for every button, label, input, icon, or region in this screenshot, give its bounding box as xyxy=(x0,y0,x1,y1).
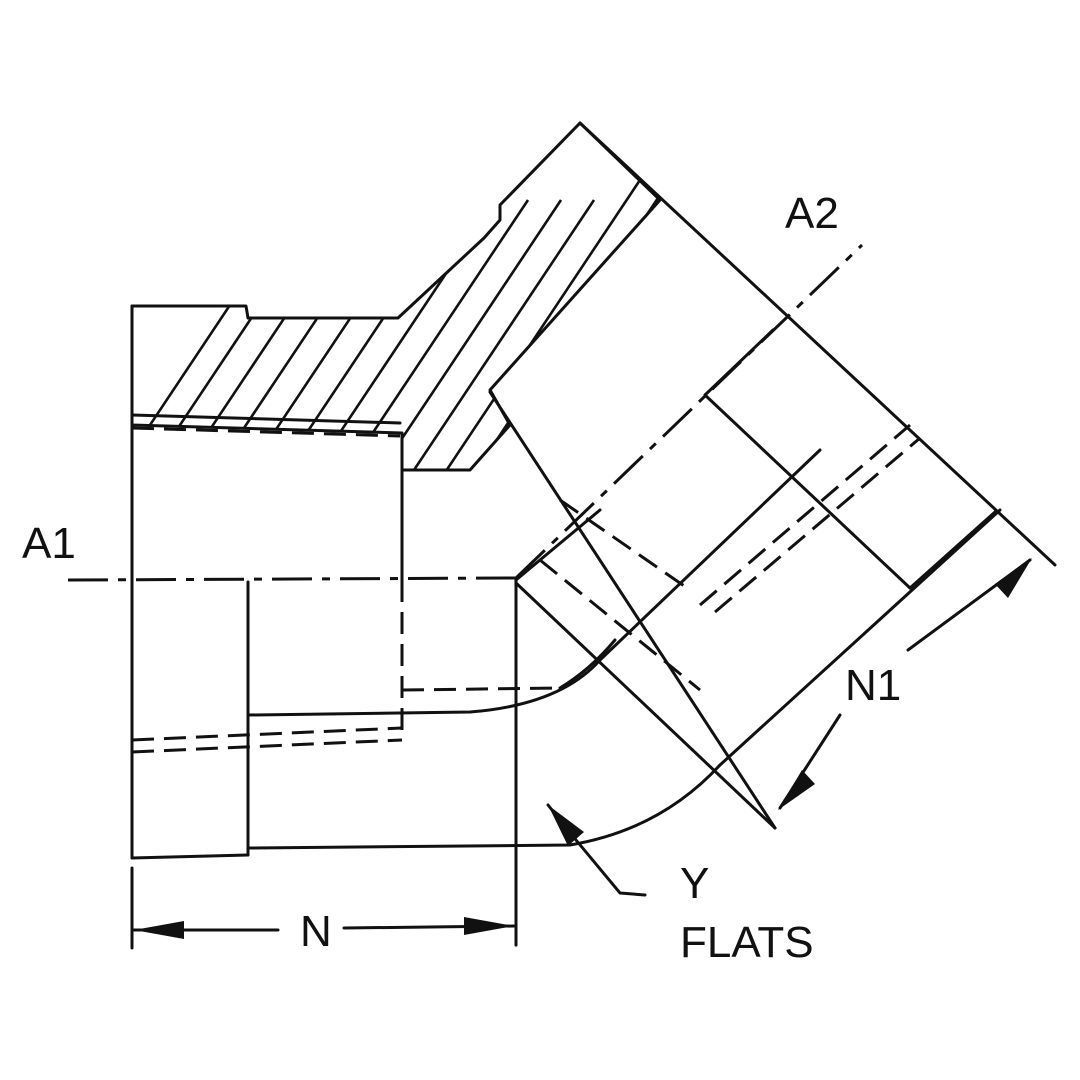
axis-a1-centerline xyxy=(67,576,517,582)
label-n: N xyxy=(300,907,332,956)
label-a2: A2 xyxy=(785,189,839,238)
axis-a2-centerline xyxy=(514,243,864,580)
label-a1: A1 xyxy=(22,519,76,568)
centerlines xyxy=(67,243,864,592)
dimension-n1 xyxy=(778,558,1032,810)
left-port-body xyxy=(130,304,822,947)
dimension-n xyxy=(130,866,518,950)
right-port-body xyxy=(488,121,1057,830)
label-flats: FLATS xyxy=(680,918,814,967)
label-n1: N1 xyxy=(845,661,901,710)
hatched-section xyxy=(130,121,662,472)
label-y: Y xyxy=(680,859,709,908)
flats-leader xyxy=(546,803,647,897)
